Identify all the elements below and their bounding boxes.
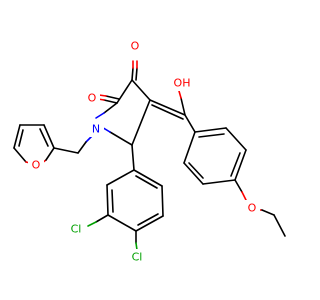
- bond-n-c2: [103, 102, 118, 114]
- furfuryl-group: [53, 135, 93, 154]
- pyrrolidine-ring: [95, 79, 151, 146]
- nitrogen-label: N: [92, 123, 100, 136]
- bond-c4-c5: [131, 99, 151, 146]
- ketone-oxygen-label: O: [131, 40, 140, 53]
- ethoxyphenyl-ring: [183, 127, 247, 185]
- chloro-bonds: [87, 214, 138, 251]
- bond-c3-c4: [131, 79, 151, 101]
- atom-labels: O O OH N O O Cl Cl: [28, 38, 260, 265]
- chlorine-meta-label: Cl: [71, 223, 82, 236]
- lactam-oxygen-label: O: [88, 92, 97, 105]
- furan-oxygen-label: O: [32, 159, 41, 172]
- ketone-carbonyl: [131, 60, 138, 81]
- lactam-carbonyl: [97, 94, 120, 104]
- exocyclic-double-bond: [149, 99, 186, 120]
- dichlorophenyl-ring: [106, 169, 164, 232]
- bond-c5-n: [109, 131, 133, 146]
- hydroxyl-bond: [178, 90, 186, 116]
- hydroxyl-label: OH: [174, 77, 191, 90]
- ether-oxygen-label: O: [248, 202, 257, 215]
- bond-to-ethoxyphenyl: [184, 114, 196, 133]
- chlorine-para-label: Cl: [132, 251, 143, 264]
- molecule-canvas: O O OH N O O Cl Cl: [13, 38, 286, 265]
- bond-to-dichlorophenyl: [131, 144, 135, 171]
- molecule-structure: O O OH N O O Cl Cl: [13, 38, 286, 265]
